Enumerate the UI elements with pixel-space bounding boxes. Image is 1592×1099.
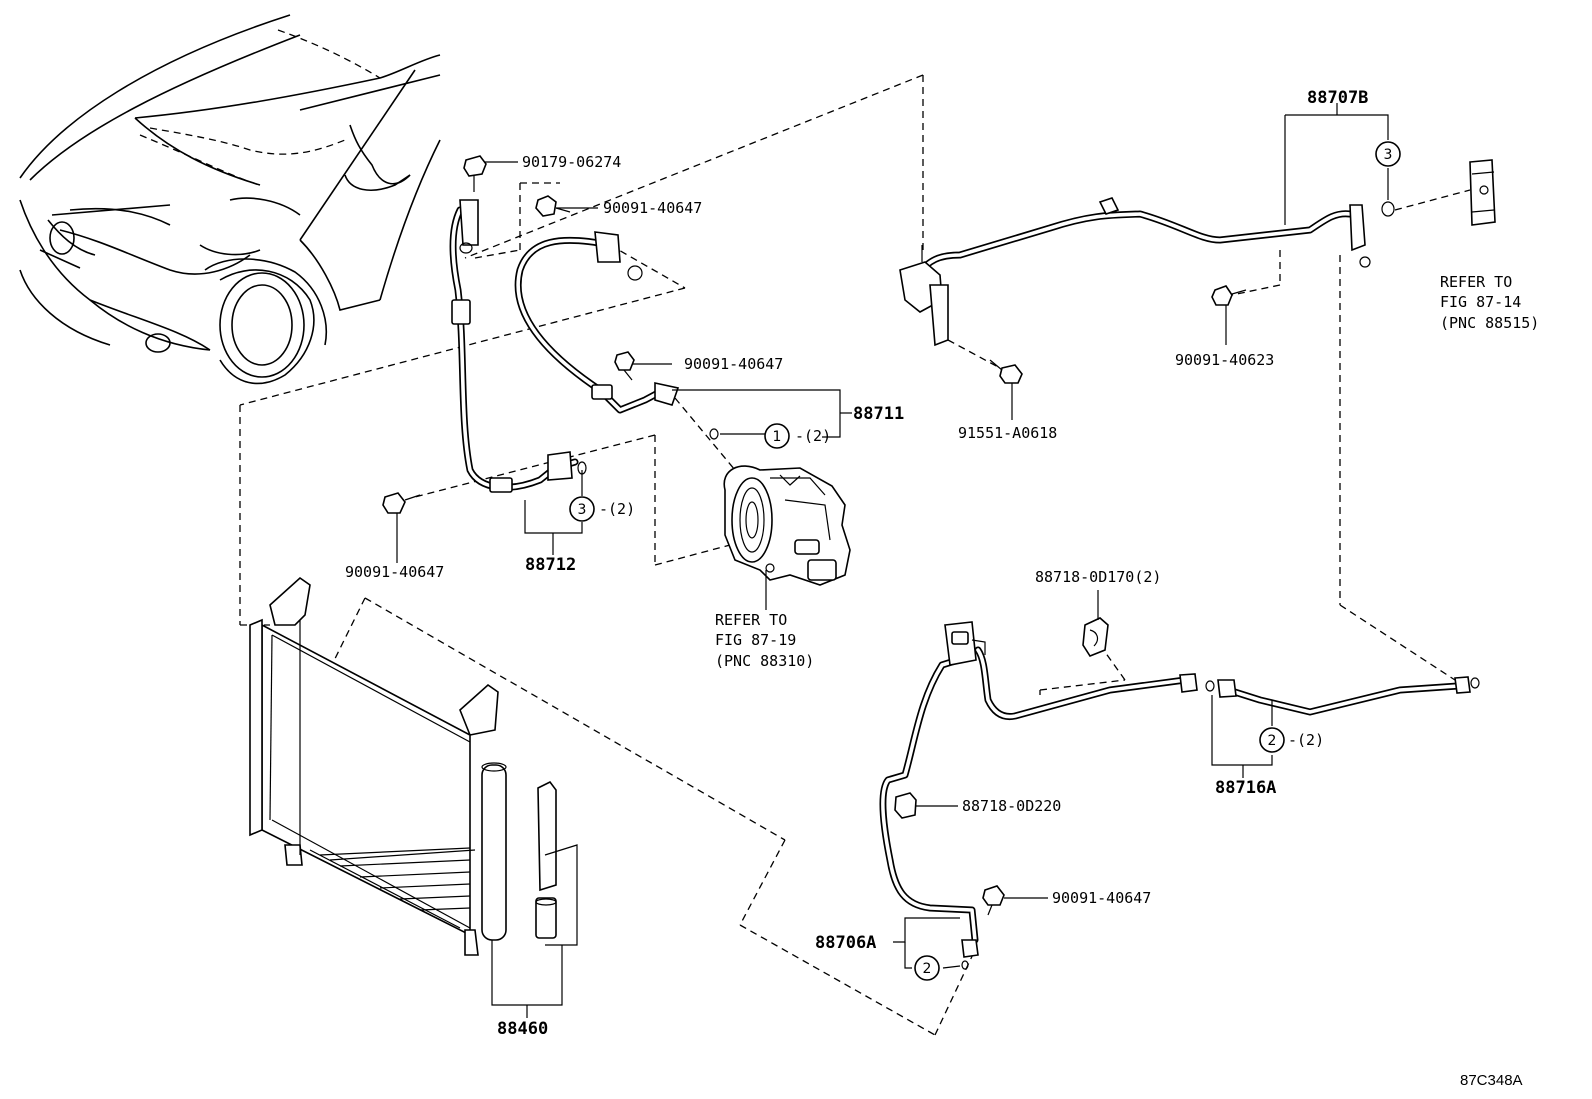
condenser-icon [249,576,507,956]
expansion-valve-icon [1469,159,1496,226]
figure-code: 87C348A [1460,1072,1523,1089]
pipe-88716A [1205,676,1480,716]
pipe-88707B [899,197,1395,347]
callout-1-text: 1 [773,429,782,445]
compressor-icon [723,465,851,586]
dryer-element-icon [535,780,578,946]
bolt-90091-40647-c-icon [382,492,421,514]
bolt-90091-40623-icon [1211,285,1247,306]
label-90179-06274[interactable]: 90179-06274 [522,153,621,171]
refer-valve-line-2: FIG 87-14 [1440,293,1521,311]
label-90091-40647-d[interactable]: 90091-40647 [1052,889,1151,907]
label-91551-A0618[interactable]: 91551-A0618 [958,424,1057,442]
refer-compressor-line-3: (PNC 88310) [715,652,814,670]
callout-3-left-text: 3 [578,502,587,518]
callout-3-right: 3 [1375,141,1401,167]
pressure-switch-icon [944,621,986,666]
refer-valve-line-3: (PNC 88515) [1440,314,1539,332]
callout-2-right: 2 -(2) [1259,727,1324,753]
callout-3-right-text: 3 [1384,147,1393,163]
vehicle-outline [19,14,441,385]
label-90091-40647-b[interactable]: 90091-40647 [684,355,783,373]
label-88716A[interactable]: 88716A [1215,778,1276,798]
label-88706A[interactable]: 88706A [815,933,876,953]
callout-1: 1 -(2) [764,423,831,449]
dashed-guide-lines-right [947,189,1471,695]
condenser-fins [319,847,471,911]
callout-2-bottom-text: 2 [923,961,932,977]
label-90091-40647-c[interactable]: 90091-40647 [345,563,444,581]
refer-note-compressor[interactable]: REFER TO FIG 87-19 (PNC 88310) [715,611,814,670]
bolt-90091-40647-d-icon [982,885,1005,916]
label-88718-0D220[interactable]: 88718-0D220 [962,797,1061,815]
refer-compressor-line-1: REFER TO [715,611,787,629]
label-88707B[interactable]: 88707B [1307,88,1368,108]
dashed-guide-lines-left [239,74,976,1036]
leader-lines [396,103,1389,1018]
refer-note-valve[interactable]: REFER TO FIG 87-14 (PNC 88515) [1440,273,1539,332]
label-88712[interactable]: 88712 [525,555,576,575]
label-88718-0D170[interactable]: 88718-0D170(2) [1035,568,1161,586]
callout-1-qty: -(2) [795,427,831,445]
bolt-90091-40647-a-icon [535,195,571,217]
discharge-hose-88712 [449,199,587,493]
refer-valve-line-1: REFER TO [1440,273,1512,291]
part-labels: 90179-06274 90091-40647 90091-40647 8871… [345,88,1368,1039]
bolt-90179-06274-icon [463,155,487,192]
callout-3-left-qty: -(2) [599,500,635,518]
label-88711[interactable]: 88711 [853,404,904,424]
label-90091-40647-a[interactable]: 90091-40647 [603,199,702,217]
clamp-88718-0D220-icon [894,792,917,819]
callout-2-bottom: 2 [914,955,940,981]
pipe-88716-main [974,646,1198,721]
suction-hose-88711 [514,231,719,440]
bolt-91551-A0618-icon [989,359,1023,384]
callout-2-right-qty: -(2) [1288,731,1324,749]
refer-compressor-line-2: FIG 87-19 [715,631,796,649]
callout-2-right-text: 2 [1268,733,1277,749]
clamp-88718-0D170-icon [1082,617,1109,657]
label-88460[interactable]: 88460 [497,1019,548,1039]
pipe-88706A [879,656,979,970]
callout-3-left: 3 -(2) [569,496,635,522]
bolt-90091-40647-b-icon [614,351,635,381]
label-90091-40623[interactable]: 90091-40623 [1175,351,1274,369]
